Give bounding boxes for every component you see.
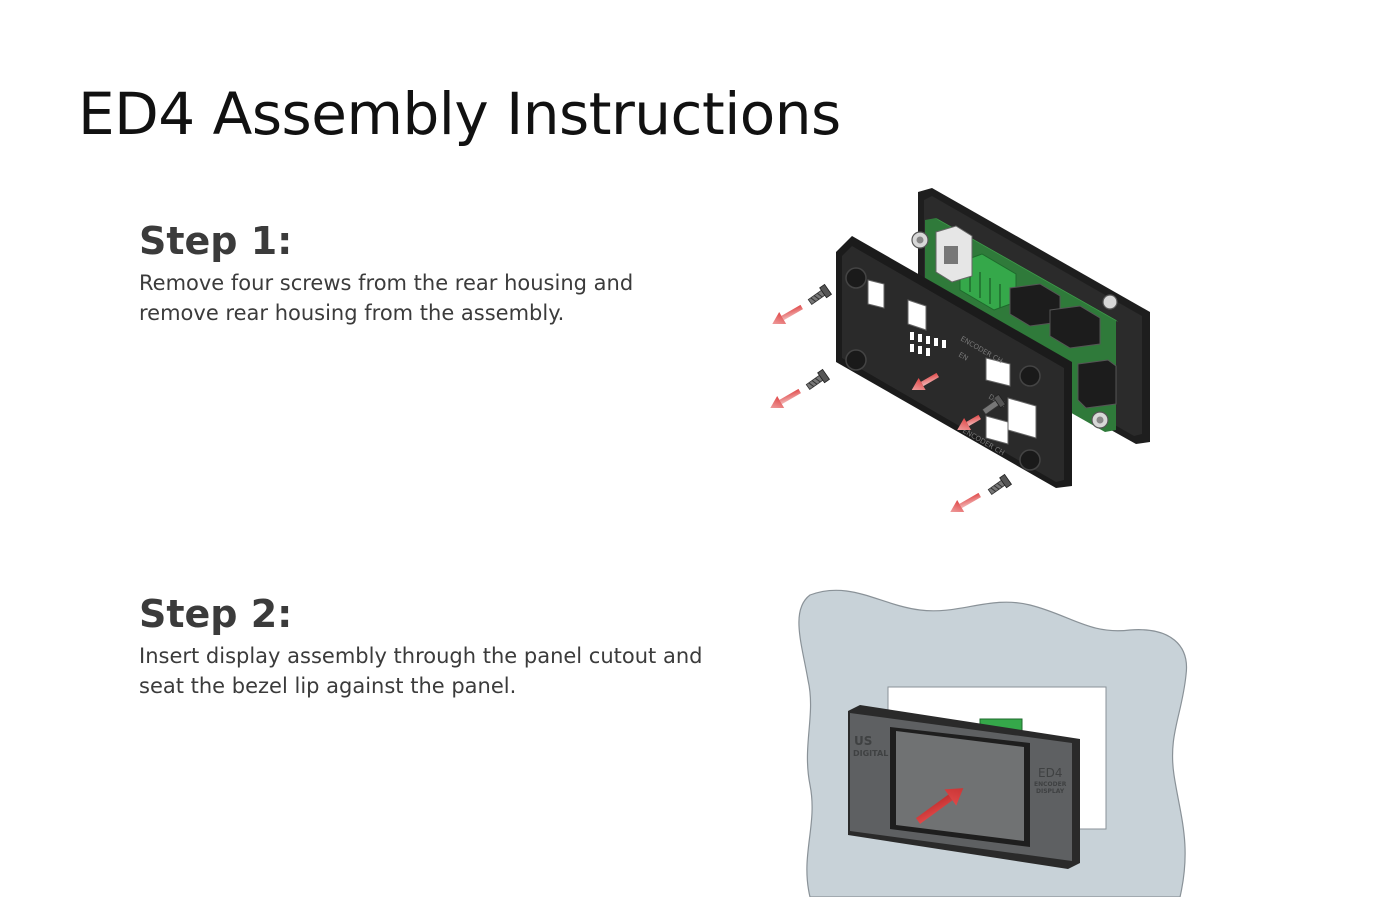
display-bezel <box>848 705 1080 869</box>
brand-label-top: US <box>854 734 872 748</box>
step-2-text: Insert display assembly through the pane… <box>139 641 739 701</box>
step-2-text-line-2: seat the bezel lip against the panel. <box>139 674 517 698</box>
screw-icon <box>805 283 1013 496</box>
step-1-heading: Step 1: <box>139 219 293 263</box>
step-2-text-line-1: Insert display assembly through the pane… <box>139 644 703 668</box>
model-sub-1: ENCODER <box>1034 781 1067 788</box>
step-2-heading: Step 2: <box>139 592 293 636</box>
pcb-board <box>911 218 1118 432</box>
rear-housing: ENCODER CH EN DATA ENCODER CH <box>836 236 1072 488</box>
step-1-text-line-2: remove rear housing from the assembly. <box>139 301 565 325</box>
removal-arrow-icon <box>770 304 981 513</box>
brand-label-bottom: DIGITAL <box>853 749 888 758</box>
housing-label-2: EN <box>957 351 969 363</box>
step-1-text-line-1: Remove four screws from the rear housing… <box>139 271 634 295</box>
page-title: ED4 Assembly Instructions <box>78 80 841 148</box>
insert-arrow-icon <box>915 788 964 824</box>
step-1-text: Remove four screws from the rear housing… <box>139 268 739 328</box>
exploded-rear-housing-illustration: ENCODER CH EN DATA ENCODER CH <box>770 188 1150 513</box>
model-label: ED4 <box>1038 766 1062 780</box>
panel-insert-illustration: US DIGITAL ED4 ENCODER DISPLAY <box>798 589 1188 897</box>
model-sub-2: DISPLAY <box>1036 788 1065 795</box>
